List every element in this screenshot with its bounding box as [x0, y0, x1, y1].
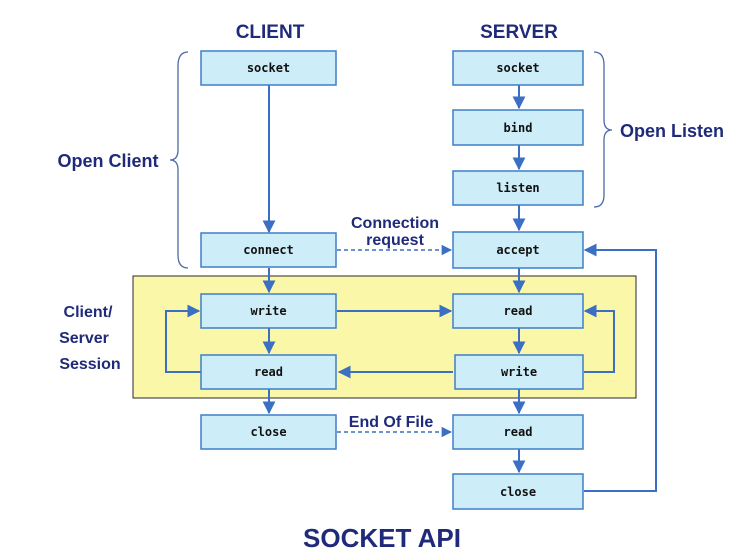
node-server-bind-label: bind — [504, 121, 533, 135]
end-of-file-label: End Of File — [349, 414, 434, 431]
node-server-socket: socket — [452, 50, 584, 86]
node-server-write-label: write — [501, 365, 537, 379]
edge-client-session-loop — [165, 304, 201, 373]
node-client-close: close — [200, 414, 337, 450]
open-listen-brace — [593, 51, 613, 208]
open-listen-label: Open Listen — [620, 121, 724, 141]
node-client-connect-label: connect — [243, 243, 294, 257]
server-header: SERVER — [480, 22, 558, 43]
session-label-line-3: Session — [59, 356, 120, 373]
open-client-label: Open Client — [57, 151, 158, 171]
node-server-read: read — [452, 293, 584, 329]
node-server-read-label: read — [504, 304, 533, 318]
node-server-close-label: close — [500, 485, 536, 499]
node-server-write: write — [454, 354, 584, 390]
session-label-line-2: Server — [59, 330, 109, 347]
node-client-socket: socket — [200, 50, 337, 86]
node-server-listen: listen — [452, 170, 584, 206]
edge-server-close-to-accept — [583, 243, 657, 492]
node-server-read-eof: read — [452, 414, 584, 450]
connection-request-label-line-1: Connection — [351, 215, 439, 232]
diagram-title: SOCKET API — [303, 523, 461, 553]
node-client-socket-label: socket — [247, 61, 290, 75]
node-server-read-eof-label: read — [504, 425, 533, 439]
node-client-write-label: write — [250, 304, 286, 318]
node-client-close-label: close — [250, 425, 286, 439]
connection-request-label-line-2: request — [366, 232, 424, 249]
node-server-accept-label: accept — [496, 243, 539, 257]
node-server-close: close — [452, 473, 584, 510]
node-server-socket-label: socket — [496, 61, 539, 75]
session-label-line-1: Client/ — [64, 304, 113, 321]
edge-server-session-loop — [583, 304, 615, 373]
node-server-listen-label: listen — [496, 181, 539, 195]
client-header: CLIENT — [236, 22, 305, 43]
node-client-read: read — [200, 354, 337, 390]
open-client-brace — [169, 51, 189, 269]
node-client-write: write — [200, 293, 337, 329]
node-server-bind: bind — [452, 109, 584, 146]
node-client-connect: connect — [200, 232, 337, 268]
node-server-accept: accept — [452, 231, 584, 269]
node-client-read-label: read — [254, 365, 283, 379]
